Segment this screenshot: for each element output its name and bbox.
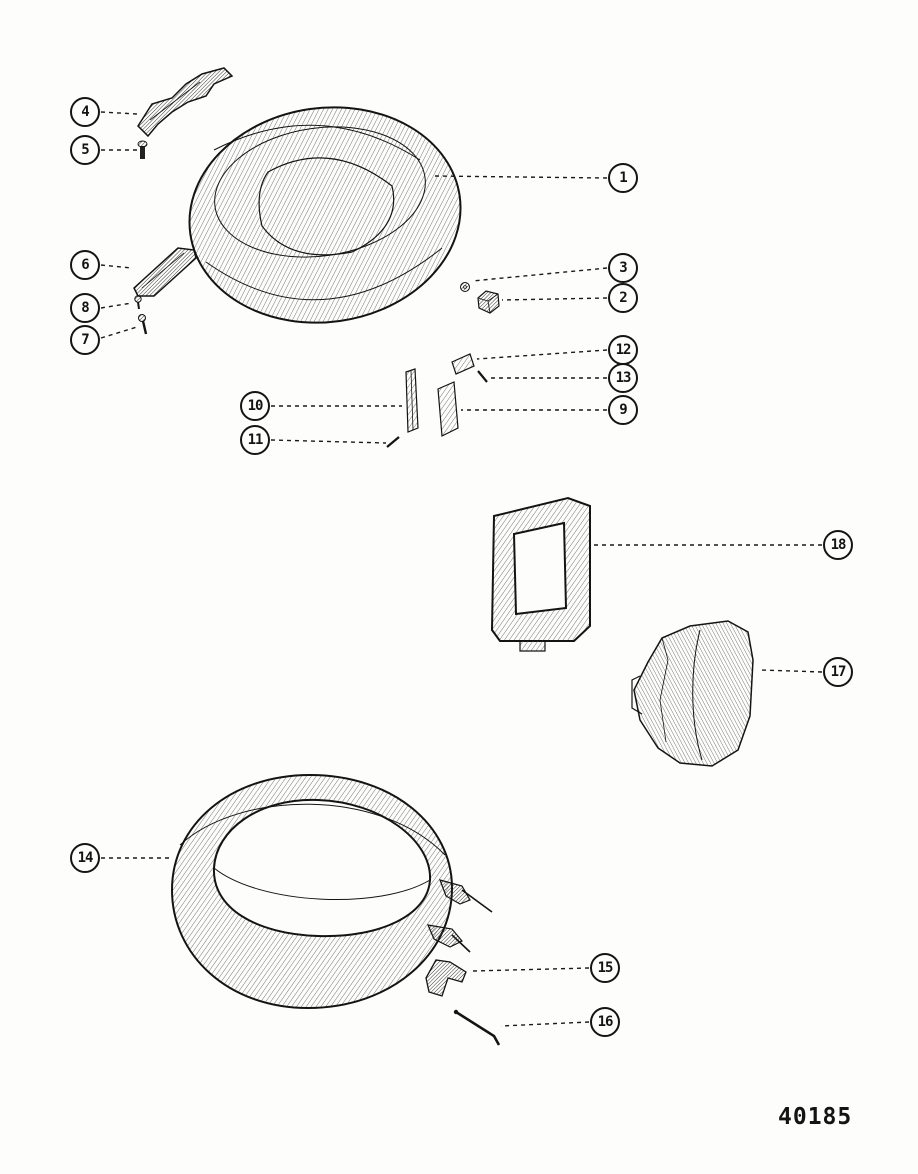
part-block — [477, 290, 500, 314]
part-screw-7 — [138, 314, 148, 335]
part-pin-11 — [386, 436, 400, 448]
part-top-cowl — [188, 106, 462, 324]
callout-1: 1 — [608, 163, 638, 193]
callout-5: 5 — [70, 135, 100, 165]
callout-12: 12 — [608, 335, 638, 365]
callout-18: 18 — [823, 530, 853, 560]
leader-line-17 — [759, 669, 823, 673]
drawing-number: 40185 — [778, 1104, 853, 1130]
part-strip-right — [437, 381, 459, 437]
callout-9: 9 — [608, 395, 638, 425]
leader-lines — [100, 111, 823, 1027]
part-bracket-front — [137, 67, 234, 138]
callout-11: 11 — [240, 425, 270, 455]
leader-line-3 — [471, 267, 608, 282]
callout-3: 3 — [608, 253, 638, 283]
leader-line-7 — [100, 326, 138, 339]
leader-line-1 — [433, 175, 608, 179]
callout-7: 7 — [70, 325, 100, 355]
part-screw-8 — [134, 295, 142, 310]
leader-line-16 — [500, 1021, 590, 1027]
leader-line-4 — [100, 111, 138, 115]
callout-4: 4 — [70, 97, 100, 127]
leader-line-8 — [100, 302, 133, 309]
callout-6: 6 — [70, 250, 100, 280]
callout-15: 15 — [590, 953, 620, 983]
leader-line-15 — [472, 967, 590, 972]
part-pin-13 — [477, 370, 488, 383]
part-small-plate — [451, 353, 475, 375]
part-washer — [460, 282, 470, 292]
leader-line-12 — [476, 349, 608, 360]
callout-14: 14 — [70, 843, 100, 873]
leader-line-6 — [100, 264, 133, 269]
part-latch — [425, 959, 467, 997]
leader-line-2 — [501, 297, 608, 301]
part-strip-left — [405, 368, 419, 433]
callout-2: 2 — [608, 283, 638, 313]
leader-line-11 — [270, 439, 387, 444]
part-bottom-cowl — [170, 773, 493, 1010]
part-screw-5 — [137, 140, 148, 159]
callout-13: 13 — [608, 363, 638, 393]
part-gasket-frame — [490, 496, 591, 652]
part-latch-rod — [453, 1009, 501, 1046]
callout-16: 16 — [590, 1007, 620, 1037]
part-rear-panel — [631, 620, 754, 767]
callout-17: 17 — [823, 657, 853, 687]
callout-10: 10 — [240, 391, 270, 421]
callout-8: 8 — [70, 293, 100, 323]
